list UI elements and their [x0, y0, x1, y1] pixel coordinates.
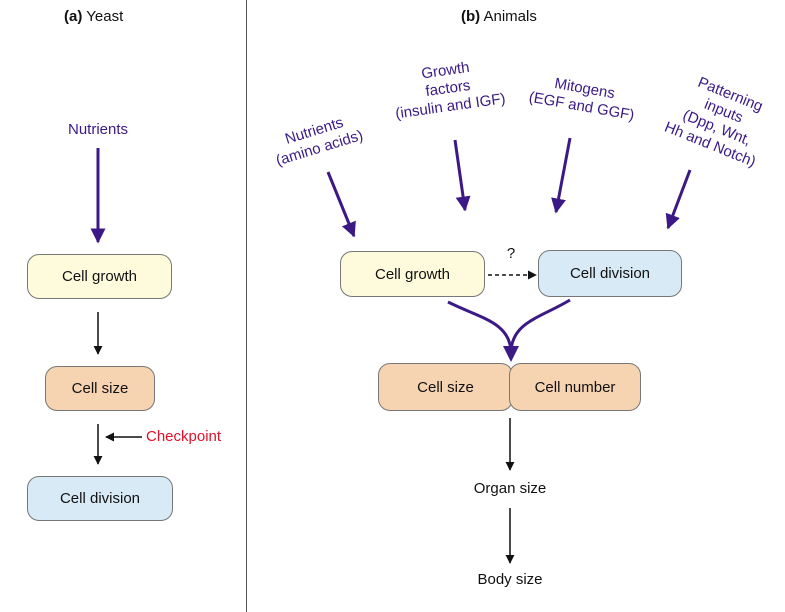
- yeast-panel-title: (a) Yeast: [64, 8, 123, 25]
- animals-cell-number-box: Cell number: [509, 363, 641, 411]
- nutrients-arrow: [326, 171, 356, 238]
- yeast-cell-division-box: Cell division: [27, 476, 173, 521]
- patterning-arrow: [665, 169, 692, 230]
- yeast-panel-name: Yeast: [86, 8, 124, 25]
- body-size-label: Body size: [477, 571, 543, 588]
- animals-cell-division-box: Cell division: [538, 250, 682, 297]
- yeast-cell-size-box: Cell size: [45, 366, 155, 411]
- animals-panel-name: Animals: [483, 8, 537, 25]
- yeast-panel-letter: (a): [64, 8, 83, 25]
- animals-panel-title: (b) Animals: [461, 8, 537, 25]
- converge-curve-right: [509, 298, 571, 353]
- panel-divider: [246, 0, 247, 612]
- checkpoint-label: Checkpoint: [146, 428, 222, 445]
- animals-cell-growth-box: Cell growth: [340, 251, 485, 297]
- growth-factors-arrow: [453, 139, 471, 212]
- yeast-cell-growth-box: Cell growth: [27, 254, 172, 299]
- converge-curve-left: [447, 300, 513, 353]
- animals-panel-letter: (b): [461, 8, 481, 25]
- unknown-link-label: ?: [506, 245, 516, 262]
- organ-size-label: Organ size: [473, 480, 547, 497]
- mitogens-arrow: [551, 137, 572, 214]
- yeast-nutrients-label: Nutrients: [67, 121, 129, 138]
- converge-arrowhead: [503, 346, 519, 362]
- animals-cell-size-box: Cell size: [378, 363, 513, 411]
